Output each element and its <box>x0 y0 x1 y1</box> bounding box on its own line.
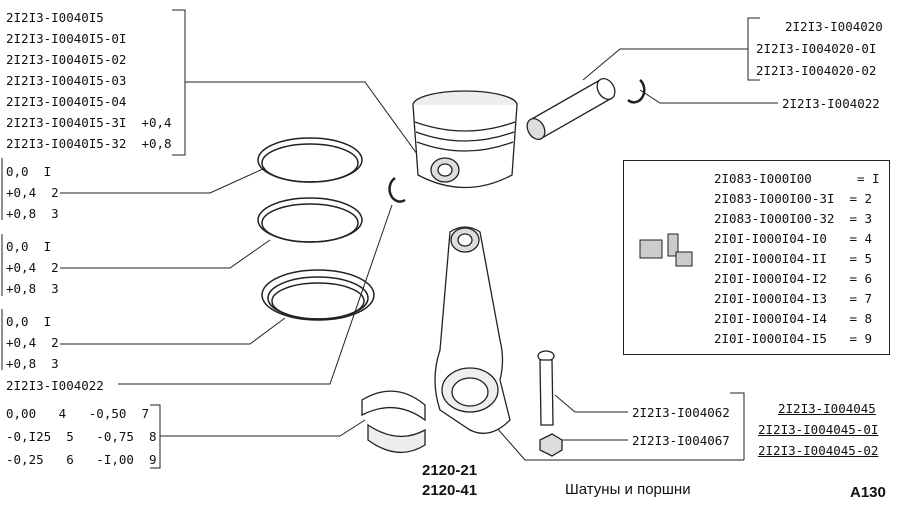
bolt-part: 2I2I3-I004062 <box>632 405 730 420</box>
ring-set-1-row-1: +0,4 2 <box>6 185 59 200</box>
page-title: Шатуны и поршни <box>565 481 691 498</box>
ring-set-3-row-0: 0,0 I <box>6 314 52 329</box>
piston-part-6: 2I2I3-I0040I5-32 +0,8 <box>6 136 172 151</box>
kit-row-3: 2I0I-I000I04-I0 = 4 <box>714 231 873 246</box>
page-code: A130 <box>850 484 886 501</box>
ring-set-2-row-2: +0,8 3 <box>6 281 59 296</box>
piston-part-2: 2I2I3-I0040I5-02 <box>6 52 127 67</box>
kit-row-0: 2I083-I000I00 = I <box>714 171 880 186</box>
piston-part-5: 2I2I3-I0040I5-3I +0,4 <box>6 115 172 130</box>
rod-part-1: 2I2I3-I004045-0I <box>758 422 879 437</box>
kit-row-5: 2I0I-I000I04-I2 = 6 <box>714 271 873 286</box>
model-0: 2120-21 <box>422 462 478 479</box>
piston-part-1: 2I2I3-I0040I5-0I <box>6 31 127 46</box>
pin-part-1: 2I2I3-I004020-0I <box>756 41 877 56</box>
bearing-row-2: -0,25 6 -I,00 9 <box>6 452 157 467</box>
kit-row-6: 2I0I-I000I04-I3 = 7 <box>714 291 873 306</box>
circlip-part: 2I2I3-I004022 <box>782 96 880 111</box>
ring-set-1-row-2: +0,8 3 <box>6 206 59 221</box>
pin-part-0: 2I2I3-I004020 <box>785 19 883 34</box>
kit-row-2: 2I083-I000I00-32 = 3 <box>714 211 873 226</box>
bearing-row-1: -0,I25 5 -0,75 8 <box>6 429 157 444</box>
ring-set-2-row-1: +0,4 2 <box>6 260 59 275</box>
rod-part-2: 2I2I3-I004045-02 <box>758 443 879 458</box>
piston-part-3: 2I2I3-I0040I5-03 <box>6 73 127 88</box>
ring-set-3-row-2: +0,8 3 <box>6 356 59 371</box>
model-1: 2120-41 <box>422 482 478 499</box>
kit-row-7: 2I0I-I000I04-I4 = 8 <box>714 311 873 326</box>
nut-part: 2I2I3-I004067 <box>632 433 730 448</box>
circlip-part-bottom: 2I2I3-I004022 <box>6 378 104 393</box>
ring-set-1-row-0: 0,0 I <box>6 164 52 179</box>
piston-part-4: 2I2I3-I0040I5-04 <box>6 94 127 109</box>
kit-table-box <box>623 160 890 355</box>
kit-row-1: 2I083-I000I00-3I = 2 <box>714 191 873 206</box>
ring-set-3-row-1: +0,4 2 <box>6 335 59 350</box>
ring-set-2-row-0: 0,0 I <box>6 239 52 254</box>
kit-row-8: 2I0I-I000I04-I5 = 9 <box>714 331 873 346</box>
bearing-row-0: 0,00 4 -0,50 7 <box>6 406 149 421</box>
rod-part-0: 2I2I3-I004045 <box>778 401 876 416</box>
piston-part-0: 2I2I3-I0040I5 <box>6 10 104 25</box>
pin-part-2: 2I2I3-I004020-02 <box>756 63 877 78</box>
kit-row-4: 2I0I-I000I04-II = 5 <box>714 251 873 266</box>
